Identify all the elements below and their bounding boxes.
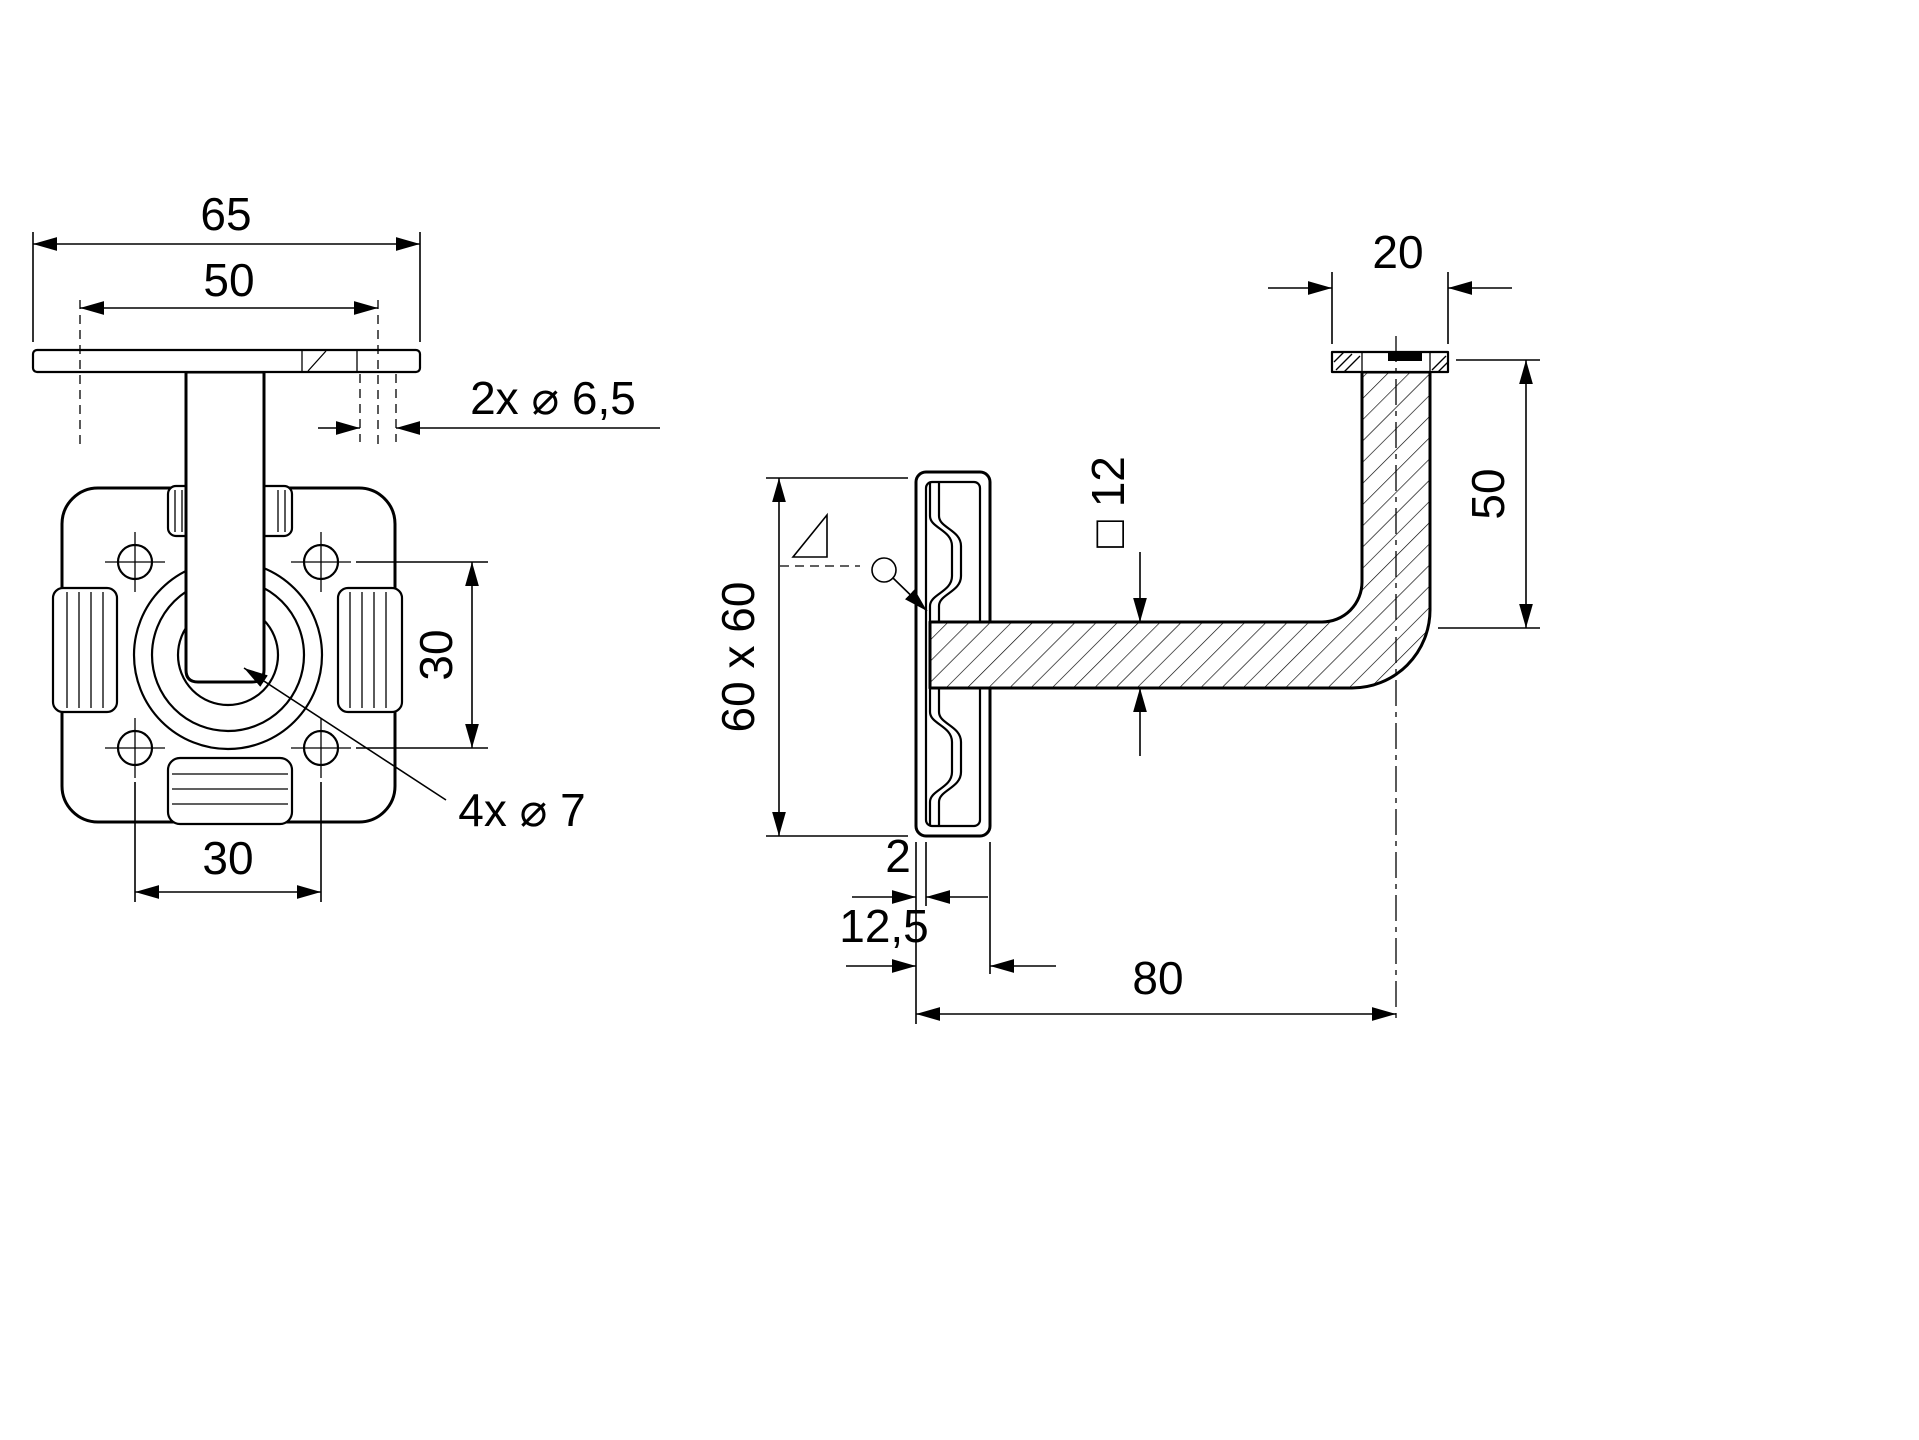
mounting-hole (105, 718, 165, 778)
mounting-holes (105, 532, 351, 778)
dim-projection: 80 (916, 952, 1396, 1021)
dim-label-50-top: 50 (203, 254, 254, 306)
left-rib-tab (51, 586, 119, 714)
dim-label-4x-7: 4x ⌀ 7 (458, 784, 585, 836)
dim-saddle-width: 20 (1268, 226, 1512, 344)
saddle-plate-front (31, 348, 422, 374)
surface-finish-symbol (780, 512, 928, 612)
dim-label-2: 2 (885, 830, 911, 882)
dim-hole-spacing-vertical: 30 (356, 561, 488, 749)
mounting-hole (291, 532, 351, 592)
dim-bar-section: □ 12 (1082, 456, 1147, 756)
dim-sheet-thickness: 2 (852, 830, 988, 1024)
dim-label-20: 20 (1372, 226, 1423, 278)
dim-plate-holes-leader: 4x ⌀ 7 (243, 667, 586, 836)
dim-label-65: 65 (200, 188, 251, 240)
dim-label-2x-6-5: 2x ⌀ 6,5 (470, 372, 636, 424)
dim-label-60x60: 60 x 60 (712, 582, 764, 733)
bottom-rib-tab (166, 756, 294, 826)
dim-cap-depth: 12,5 (839, 842, 1056, 974)
front-view: 65 50 2x ⌀ 6,5 30 30 (31, 188, 660, 902)
mounting-hole (291, 718, 351, 778)
dim-hole-spacing-horizontal: 30 (134, 782, 322, 902)
dim-label-square-12: □ 12 (1082, 456, 1134, 548)
dim-hole-spacing-top: 50 (79, 254, 379, 445)
dim-label-80: 80 (1132, 952, 1183, 1004)
weld-mark (1388, 352, 1422, 361)
dim-plate-size: 60 x 60 (712, 477, 908, 837)
dim-saddle-holes: 2x ⌀ 6,5 (318, 372, 660, 442)
dim-height: 50 (1438, 359, 1540, 629)
saddle-plate-side (1330, 350, 1450, 374)
dim-label-12-5: 12,5 (839, 900, 929, 952)
finish-balloon (871, 557, 897, 583)
dim-overall-width: 65 (32, 188, 421, 342)
dim-label-50-side: 50 (1462, 468, 1514, 519)
dim-label-30-horizontal: 30 (202, 832, 253, 884)
finish-flag-icon (791, 512, 828, 558)
side-view: 20 50 □ 12 60 x 60 (712, 226, 1540, 1024)
right-rib-tab (336, 586, 404, 714)
stem (184, 370, 266, 684)
dim-label-30-vertical: 30 (410, 629, 462, 680)
support-arm-section (928, 370, 1432, 690)
mounting-hole (105, 532, 165, 592)
